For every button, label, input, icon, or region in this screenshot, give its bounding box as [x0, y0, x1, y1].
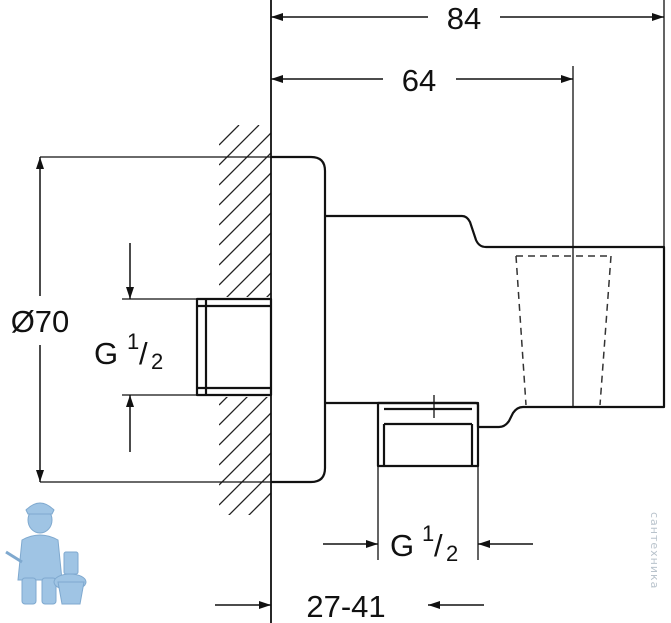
dim-label-wall-range: 27-41: [306, 589, 385, 623]
dim-label-diameter: Ø70: [11, 304, 70, 339]
dim-label-thread-outlet: G 1 / 2: [390, 521, 458, 566]
plumber-mascot-logo: [5, 502, 87, 605]
thread-wall-slash: /: [139, 336, 148, 371]
watermark-text: сантехника: [648, 512, 661, 589]
dim-label-64: 64: [402, 63, 436, 98]
dimension-lines: [36, 13, 664, 609]
product-outline: [195, 155, 666, 484]
thread-wall-main: G: [94, 336, 118, 371]
dim-label-thread-wall: G 1 / 2: [94, 329, 163, 374]
dim-label-84: 84: [447, 1, 481, 36]
thread-outlet-num: 1: [422, 521, 434, 546]
thread-outlet-main: G: [390, 528, 414, 563]
thread-wall-num: 1: [127, 329, 139, 354]
thread-outlet-den: 2: [446, 541, 458, 566]
hidden-lines: [515, 255, 612, 406]
extension-lines: [40, 0, 665, 560]
thread-wall-den: 2: [151, 349, 163, 374]
thread-outlet-slash: /: [434, 528, 443, 563]
thread-cutout: [200, 297, 271, 397]
